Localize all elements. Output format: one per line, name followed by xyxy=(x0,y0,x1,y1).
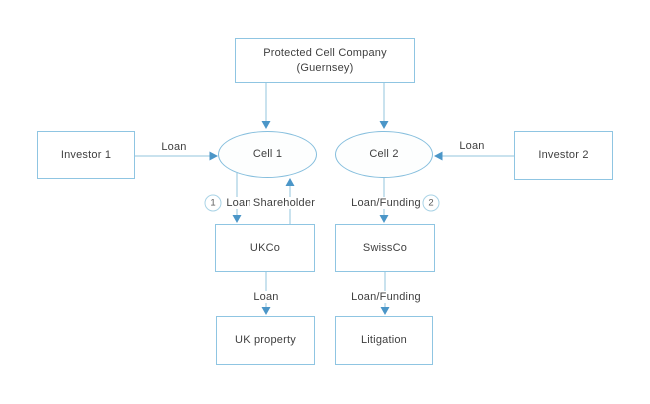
arrowhead-down-icon xyxy=(380,307,390,315)
node-litigation: Litigation xyxy=(335,316,433,365)
node-cell2: Cell 2 xyxy=(335,131,433,178)
node-label: Investor 1 xyxy=(60,148,112,161)
edge-pcc-to-cell1 xyxy=(261,83,271,129)
node-label: UKCo xyxy=(249,241,281,254)
node-swissco: SwissCo xyxy=(335,224,435,272)
edge-label-loan-investor2: Loan xyxy=(456,140,488,152)
arrowhead-down-icon xyxy=(261,307,271,315)
node-label: Protected Cell Company xyxy=(263,46,387,59)
edge-label-loan-funding-swissco: Loan/Funding xyxy=(348,291,424,303)
arrowhead-up-icon xyxy=(285,178,295,186)
edge-label-loan-cell1-ukco: Loan xyxy=(223,197,255,209)
edge-label-loan-ukco-property: Loan xyxy=(250,291,282,303)
badge-number-2: 2 xyxy=(422,194,440,212)
node-investor1: Investor 1 xyxy=(37,131,135,179)
arrowhead-down-icon xyxy=(261,121,271,129)
node-ukco: UKCo xyxy=(215,224,315,272)
arrowhead-left-icon xyxy=(434,151,443,161)
node-label: Cell 1 xyxy=(252,148,283,161)
arrowhead-right-icon xyxy=(209,151,218,161)
node-label: Cell 2 xyxy=(369,148,399,161)
edge-label-shareholder: Shareholder xyxy=(249,197,319,209)
edge-label-loan-investor1: Loan xyxy=(158,141,190,153)
arrowhead-down-icon xyxy=(379,215,389,223)
node-label: Investor 2 xyxy=(538,149,589,162)
node-label: UK property xyxy=(235,334,296,347)
node-investor2: Investor 2 xyxy=(514,131,613,180)
node-sublabel: (Guernsey) xyxy=(296,61,354,74)
edge-label-loan-funding-cell2: Loan/Funding xyxy=(348,197,424,209)
edge-investor1-to-cell1 xyxy=(135,151,218,161)
badge-number-1: 1 xyxy=(204,194,222,212)
node-protected-cell-company: Protected Cell Company (Guernsey) xyxy=(235,38,415,83)
node-label: SwissCo xyxy=(362,241,408,254)
node-label: Litigation xyxy=(360,334,408,347)
edge-investor2-to-cell2 xyxy=(434,151,514,161)
arrowhead-down-icon xyxy=(232,215,242,223)
arrowhead-down-icon xyxy=(379,121,389,129)
node-uk-property: UK property xyxy=(216,316,315,365)
edge-pcc-to-cell2 xyxy=(379,83,389,129)
node-cell1: Cell 1 xyxy=(218,131,317,178)
